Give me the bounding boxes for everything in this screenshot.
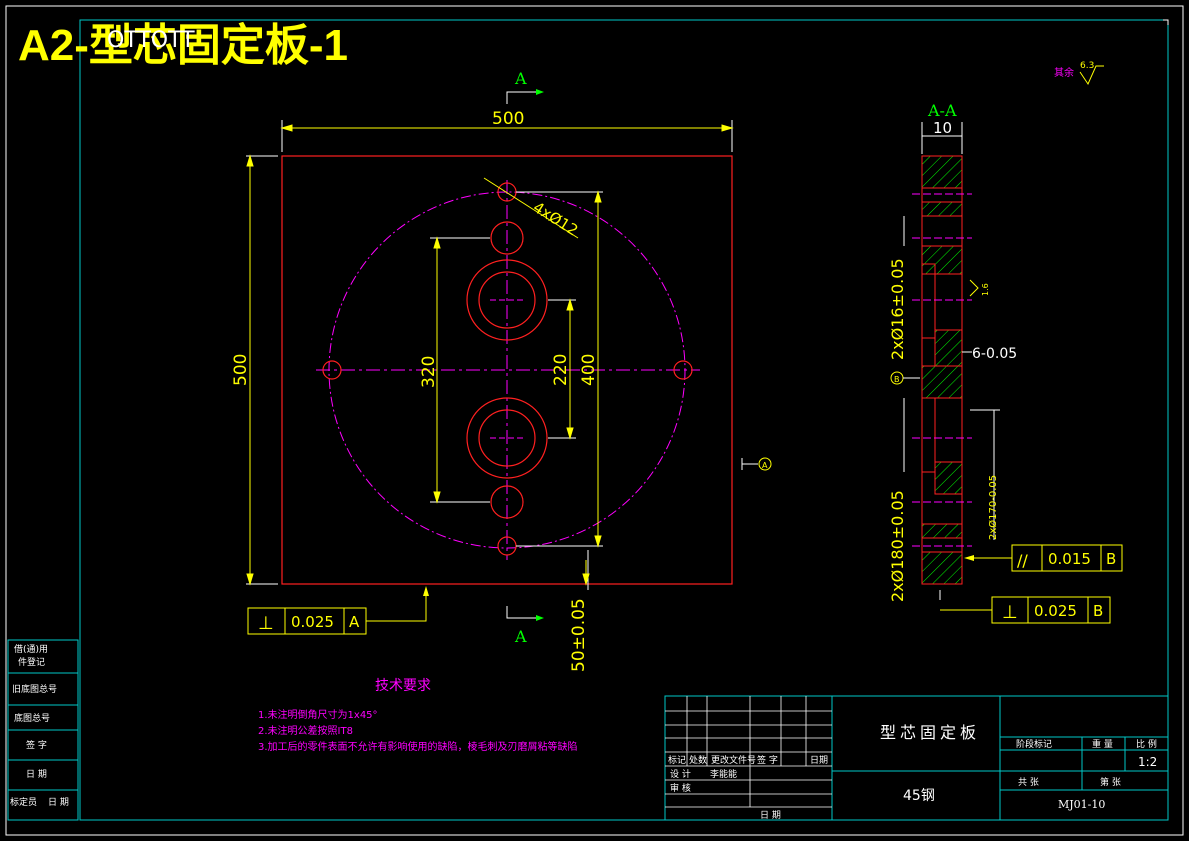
dim-side-bore3: 2xØ170-0.05 [987,475,999,540]
tol-a-value: 0.025 [291,613,334,631]
left-revision-panel [7,639,79,821]
section-band-1 [921,155,963,189]
tb-stage: 阶段标记 [1016,738,1052,750]
tb-check: 审 核 [670,782,691,794]
tolerance-frame-parallel [966,544,1123,572]
tb-row-label-1: 处数 [689,754,707,766]
tb-row-label-4: 日期 [810,755,828,766]
tol-perp-value: 0.025 [1034,602,1077,620]
dim-step-depth: 6-0.05 [972,346,1017,362]
dim-bottom-offset: 50±0.05 [569,598,589,672]
left-panel-label-0: 借(通)用 [14,643,48,655]
tb-drawing-no: MJ01-10 [1058,798,1105,811]
dim-4x12: 4xØ12 [530,198,581,239]
title-block [664,695,1169,821]
outer-frame [5,5,1184,836]
tb-sheet-of: 第 张 [1100,776,1121,788]
dim-side-bore2: 2xØ180±0.05 [888,490,907,602]
roughness-local-symbol [969,279,979,297]
tb-row-label-2: 更改文件号 [711,754,756,766]
tol-par-value: 0.015 [1048,550,1091,568]
dim-height: 500 [231,354,251,386]
tol-par-symbol: // [1017,551,1028,570]
tol-perp-symbol: ⊥ [1002,602,1018,623]
dim-side-bore1: 2xØ16±0.05 [888,258,907,360]
section-band-last [921,551,963,585]
tech-req-item-2: 2.未注明公差按照IT8 [258,724,353,737]
left-panel-label-1: 件登记 [18,656,45,668]
dim-400: 400 [579,354,599,386]
section-thickness: 10 [933,119,952,137]
tb-date-label: 日 期 [760,810,781,821]
tech-req-item-1: 1.未注明倒角尺寸为1x45° [258,708,378,721]
bore-lower-inner [478,409,536,467]
left-panel-label-7: 日 期 [48,797,69,808]
tech-req-title: 技术要求 [375,678,431,694]
hole-lower-small [490,485,524,519]
dim-220: 220 [551,354,571,386]
leader-4x12 [483,177,579,239]
left-panel-label-6: 标定员 [10,796,37,808]
dim-width: 500 [492,109,524,129]
section-view: A-A 10 [888,101,1123,624]
tol-a-datum: A [349,613,360,631]
hole-right [673,360,693,380]
tb-part-name: 型芯固定板 [880,723,980,742]
left-panel-label-5: 日 期 [26,769,47,780]
bore-upper-outer [466,259,548,341]
tolerance-frame-perp [940,596,1111,624]
tol-a-symbol: ⊥ [258,613,274,634]
tb-row-label-3: 签 字 [757,754,778,766]
datum-a-label: A [762,461,768,470]
section-marker-bottom: A [514,627,527,646]
hole-left [322,360,342,380]
roughness-symbol [1079,65,1104,86]
tb-designer: 李能能 [710,768,737,780]
left-panel-label-2: 旧底图总号 [12,683,57,695]
frame-corner-mark [1163,19,1169,25]
tb-scale: 1:2 [1138,755,1157,769]
datum-b-label: B [894,375,900,384]
tb-design: 设 计 [670,768,691,780]
tb-material: 45钢 [903,788,935,804]
left-panel-label-3: 底图总号 [14,712,50,724]
tb-row-label-0: 标记 [668,754,686,766]
bore-upper-inner [478,271,536,329]
tech-req-item-3: 3.加工后的零件表面不允许有影响使用的缺陷，棱毛刺及刃磨屑粘等缺陷 [258,740,578,753]
dim-320: 320 [419,356,439,388]
tb-weight: 重 量 [1092,738,1113,750]
section-marker-top: A [514,69,527,88]
plan-view: 500 500 320 220 400 4xØ12 50±0.05 A A A [231,69,772,672]
section-view-label: A-A [927,101,957,120]
roughness-value: 6.3 [1080,61,1094,71]
roughness-local: 1.6 [981,283,990,296]
plate-outline [281,155,733,585]
pitch-circle [328,191,686,549]
inner-frame [79,19,1169,821]
tb-ratio: 比 例 [1136,738,1157,750]
hole-upper-small [490,221,524,255]
tol-par-datum: B [1106,550,1116,568]
bore-lower-outer [466,397,548,479]
left-panel-label-4: 签 字 [26,739,47,751]
tb-sheets: 共 张 [1018,777,1039,788]
tol-perp-datum: B [1093,602,1103,620]
title-overlay: OTTOTT [107,28,195,53]
drawing-title: A2-型芯固定板-1 [18,21,348,70]
datum-a-circle [758,457,772,471]
tolerance-frame-a [247,590,427,635]
roughness-label: 其余 [1054,66,1074,79]
